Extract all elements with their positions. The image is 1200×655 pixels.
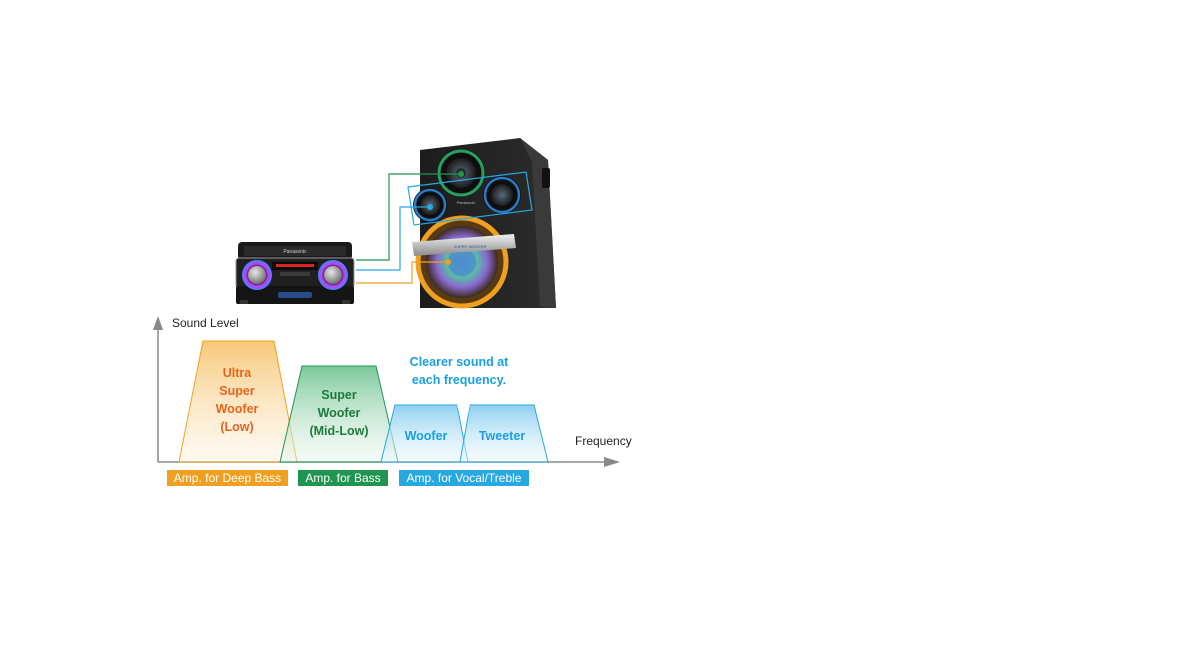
super-line-3: (Mid-Low) (309, 424, 369, 438)
band-super-woofer (279, 365, 399, 463)
stereo-unit-image: Panasonic (235, 242, 355, 304)
amp-vocal-treble-label: Amp. for Vocal/Treble (399, 470, 529, 486)
amp-bass-label: Amp. for Bass (298, 470, 388, 486)
x-axis-label: Frequency (575, 434, 632, 448)
super-line-1: Super (321, 388, 357, 402)
callout-line-2: each frequency. (411, 373, 507, 387)
y-axis-arrow-icon (153, 316, 163, 330)
connector-lines (356, 171, 533, 284)
woofer-label: Woofer (404, 429, 448, 443)
ultra-line-3: Woofer (215, 402, 259, 416)
speaker-brand-mark: Panasonic (457, 200, 476, 205)
band-divider (457, 405, 470, 432)
super-woofer-label: Super Woofer (Mid-Low) (298, 386, 380, 440)
speaker-panel-text: SUPER WOOFER (454, 244, 487, 249)
stereo-brand-mark: Panasonic (283, 249, 307, 255)
callout-line-1: Clearer sound at (409, 355, 509, 369)
ultra-line-2: Super (219, 384, 255, 398)
clearer-sound-callout: Clearer sound at each frequency. (394, 353, 524, 389)
amp-deep-bass-label: Amp. for Deep Bass (167, 470, 288, 486)
ultra-super-woofer-label: Ultra Super Woofer (Low) (196, 364, 278, 436)
band-tweeter (459, 404, 549, 463)
x-axis-arrow-icon (604, 457, 620, 467)
super-line-2: Woofer (317, 406, 361, 420)
ultra-line-1: Ultra (222, 366, 252, 380)
tweeter-label: Tweeter (478, 429, 526, 443)
band-ultra-super-woofer (178, 340, 298, 463)
y-axis-label: Sound Level (172, 316, 239, 330)
ultra-line-4: (Low) (220, 420, 254, 434)
